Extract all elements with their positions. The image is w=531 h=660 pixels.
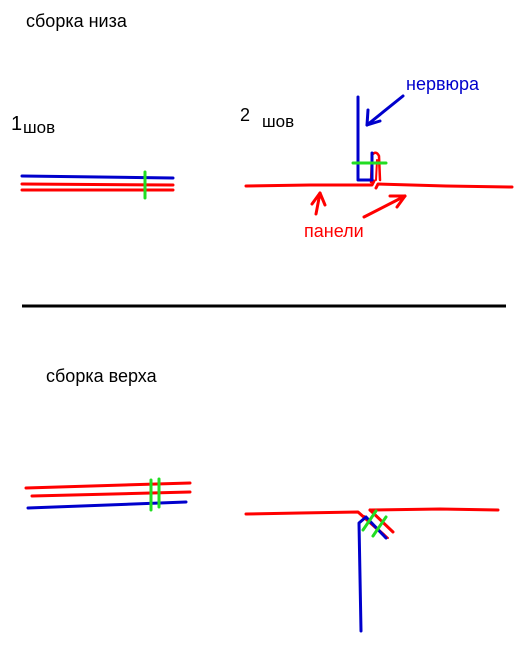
- seam2-label: шов: [262, 112, 294, 131]
- title-top-assembly: сборка верха: [46, 366, 158, 386]
- top-seam2-green-stitch-a: [361, 509, 378, 532]
- top-seam2-drawing: [244, 507, 500, 633]
- seam1-blue-line: [20, 174, 175, 180]
- seam2-number: 2: [240, 105, 250, 125]
- seam2-right-panel: [374, 182, 514, 190]
- rib-arrow: [365, 94, 405, 127]
- top-seam1-red-line-upper: [24, 481, 192, 490]
- top-seam2-rib: [357, 515, 388, 633]
- top-seam1-drawing: [24, 477, 192, 512]
- panels-arrow-left: [310, 191, 327, 216]
- title-bottom-assembly: сборка низа: [26, 11, 128, 31]
- rib-label: нервюра: [406, 74, 480, 94]
- seam1-red-line-upper: [20, 182, 175, 187]
- panels-arrow-right: [362, 194, 407, 219]
- top-seam1-blue-line: [26, 500, 188, 510]
- seam1-number: 1: [11, 113, 22, 135]
- panels-label: панели: [304, 221, 364, 241]
- seam1-drawing: [20, 170, 175, 200]
- seam2-left-panel: [244, 179, 376, 188]
- top-seam1-red-line-lower: [30, 490, 192, 498]
- seam1-label: шов: [23, 118, 55, 137]
- seam2-drawing: [244, 95, 514, 190]
- top-seam2-right-panel: [368, 507, 500, 512]
- top-seam2-green-stitch-b: [371, 515, 388, 538]
- seam2-rib: [356, 95, 374, 182]
